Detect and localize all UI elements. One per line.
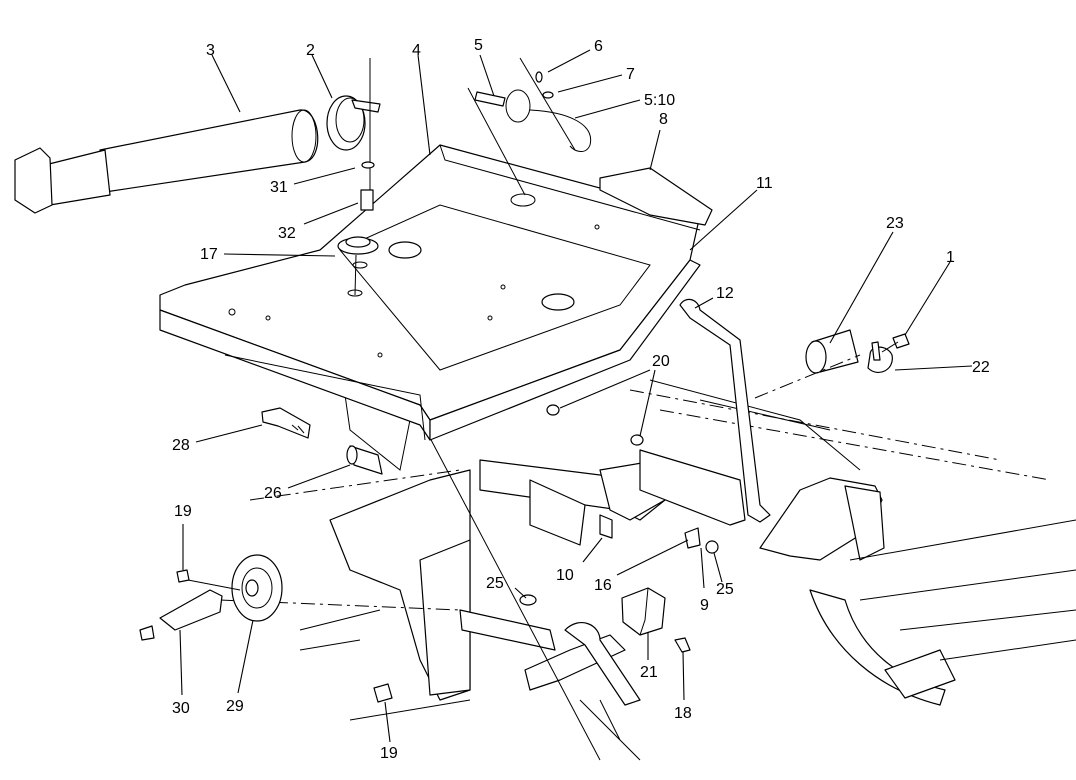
callout-11: 11 [756, 175, 773, 192]
callout-28: 28 [172, 437, 190, 454]
callout-21: 21 [640, 664, 658, 681]
bolt-and-spacer [261, 407, 383, 475]
callout-3: 3 [206, 42, 215, 59]
callout-17: 17 [200, 246, 218, 263]
callout-18: 18 [674, 705, 692, 722]
callout-26: 26 [264, 485, 282, 502]
callout-4: 4 [412, 42, 421, 59]
actuator-motor [621, 587, 691, 653]
pulley-and-bracket [139, 554, 393, 703]
bushing-clamp-bolt [754, 329, 910, 399]
leader-lines [179, 49, 973, 743]
callout-29: 29 [226, 698, 244, 715]
callout-12: 12 [716, 285, 734, 302]
callout-19-lower: 19 [380, 745, 398, 762]
callout-32: 32 [278, 225, 296, 242]
callout-25-right: 25 [716, 581, 734, 598]
control-rod [679, 298, 771, 523]
callout-9: 9 [700, 597, 709, 614]
small-hardware [519, 404, 719, 606]
tube [14, 109, 319, 214]
callout-31: 31 [270, 179, 288, 196]
callout-16: 16 [594, 577, 612, 594]
callout-10: 10 [556, 567, 574, 584]
callout-2: 2 [306, 42, 315, 59]
callout-7: 7 [626, 66, 635, 83]
callout-25-left: 25 [486, 575, 504, 592]
seat-deck [159, 144, 713, 441]
grommet [337, 236, 379, 297]
callout-8: 8 [659, 111, 668, 128]
callout-labels: 1 2 3 4 5 5:10 6 7 8 9 10 11 12 16 17 18… [172, 37, 990, 762]
callout-23: 23 [886, 215, 904, 232]
callout-30: 30 [172, 700, 190, 717]
pin-and-lanyard [467, 57, 592, 196]
callout-1: 1 [946, 249, 955, 266]
callout-5-10: 5:10 [644, 92, 675, 109]
clamp-and-fasteners [326, 58, 381, 211]
callout-6: 6 [594, 38, 603, 55]
callout-20: 20 [652, 353, 670, 370]
support-brackets [219, 358, 746, 761]
callout-22: 22 [972, 359, 990, 376]
frame-assembly [629, 379, 1076, 706]
callout-19-upper: 19 [174, 503, 192, 520]
callout-5: 5 [474, 37, 483, 54]
